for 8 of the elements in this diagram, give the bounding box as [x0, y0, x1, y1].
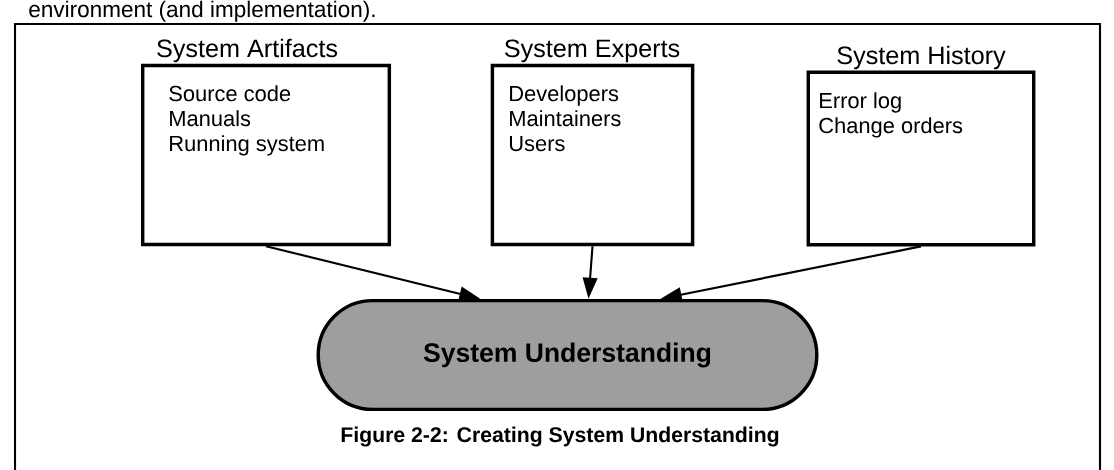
box-heading: System Experts [504, 39, 680, 63]
box-heading: System Artifacts [157, 38, 338, 63]
figure-caption: Figure 2-2: Creating System Understanding [341, 426, 779, 447]
cut-off-text: environment (and implementation). [29, 0, 375, 22]
list-box: Error log Change orders [806, 70, 1036, 247]
list-box: Source code Manuals Running system [140, 63, 392, 247]
box-heading: System History [837, 45, 1006, 70]
list-box: Developers Maintainers Users [490, 63, 695, 247]
